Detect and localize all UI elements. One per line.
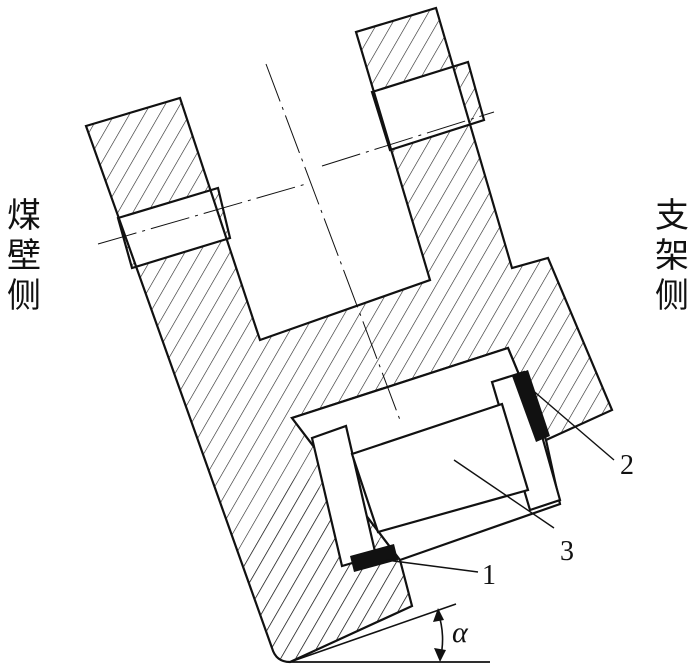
leader-3 (453, 459, 555, 529)
support-side-label: 支 架 侧 (652, 196, 692, 316)
callout-1: 1 (482, 560, 496, 591)
leader-2 (529, 387, 615, 461)
incline-line (289, 603, 457, 663)
label-char: 支 (655, 196, 689, 236)
label-char: 煤 (7, 196, 41, 236)
angle-arrow-top (433, 608, 444, 622)
label-char: 壁 (7, 236, 41, 276)
center-line (321, 111, 495, 167)
leader-1 (385, 559, 479, 573)
pad-2 (512, 370, 550, 442)
lower-hatched-area (240, 470, 412, 662)
label-char: 侧 (7, 276, 41, 316)
callout-3: 3 (560, 536, 574, 567)
angle-arrow-bottom (434, 648, 446, 662)
label-char: 架 (655, 236, 689, 276)
label-char: 侧 (655, 276, 689, 316)
center-line (97, 183, 307, 245)
cylinder-body (350, 402, 530, 534)
angle-label: α (452, 616, 469, 649)
coal-wall-side-label: 煤 壁 侧 (4, 196, 44, 316)
pad-1 (350, 544, 398, 572)
center-line (265, 63, 401, 421)
callout-2: 2 (620, 450, 634, 481)
